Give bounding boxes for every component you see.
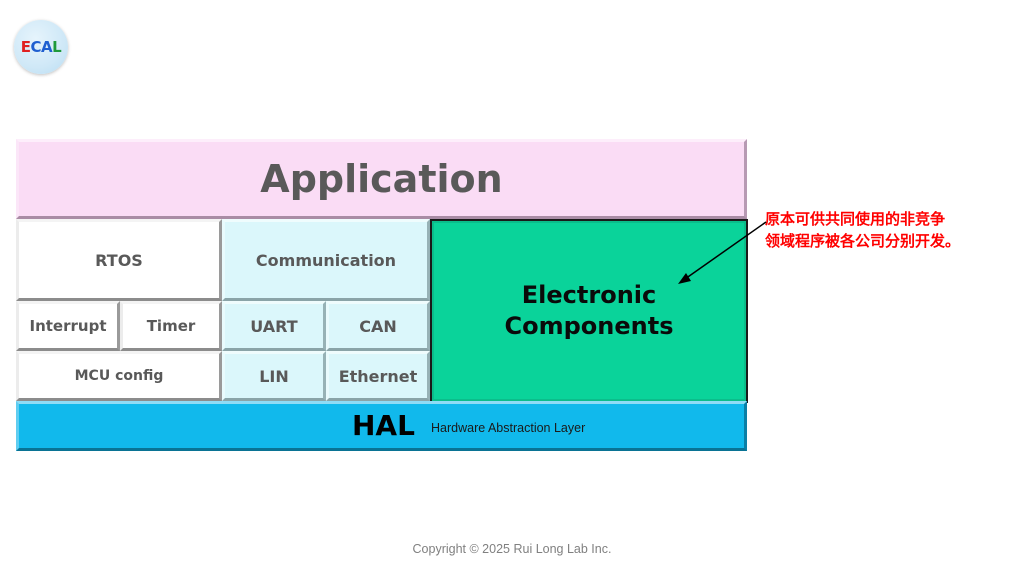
- lin-block: LIN: [222, 351, 326, 401]
- hal-title: HAL: [352, 409, 415, 442]
- annotation-line-1: 原本可供共同使用的非竞争: [765, 210, 946, 228]
- copyright-footer: Copyright © 2025 Rui Long Lab Inc.: [412, 542, 612, 556]
- electronic-components-block: Electronic Components: [430, 219, 748, 403]
- annotation-line-2: 领域程序被各公司分别开发。: [765, 232, 961, 250]
- electronic-components-line-2: Components: [504, 312, 674, 340]
- timer-block: Timer: [120, 301, 222, 351]
- logo-letter-c: C: [30, 38, 42, 56]
- mcu-config-block: MCU config: [16, 351, 222, 401]
- logo-letter-l: L: [52, 38, 62, 56]
- electronic-components-line-1: Electronic: [521, 281, 657, 309]
- communication-block: Communication: [222, 219, 430, 301]
- annotation-text: 原本可供共同使用的非竞争 领域程序被各公司分别开发。: [765, 208, 1015, 252]
- hal-subtitle: Hardware Abstraction Layer: [431, 421, 586, 435]
- hal-layer: HAL Hardware Abstraction Layer: [16, 401, 747, 451]
- logo-letter-a: A: [41, 38, 53, 56]
- ethernet-block: Ethernet: [326, 351, 430, 401]
- rtos-block: RTOS: [16, 219, 222, 301]
- uart-block: UART: [222, 301, 326, 351]
- can-block: CAN: [326, 301, 430, 351]
- application-layer: Application: [16, 139, 747, 219]
- interrupt-block: Interrupt: [16, 301, 120, 351]
- logo-letter-e: E: [20, 38, 31, 56]
